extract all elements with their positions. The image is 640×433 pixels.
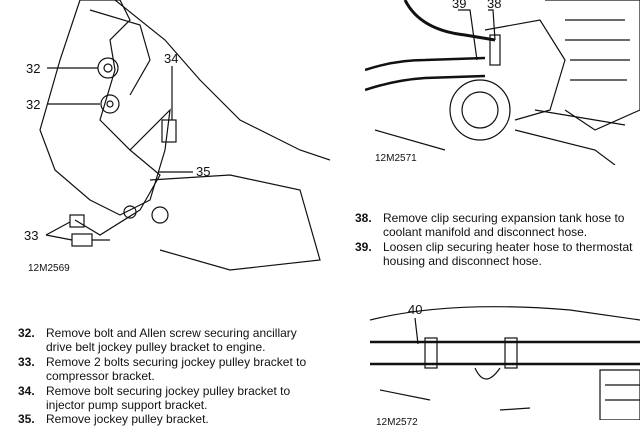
figure-heater-hose [370,306,640,420]
callout-32b: 32 [26,97,41,112]
figure-caption: 12M2572 [376,417,418,428]
step-34: 34.Remove bolt securing jockey pulley br… [18,383,291,413]
left-steps: 32.Remove bolt and Allen screw securing … [18,326,318,427]
step-33: 33.Remove 2 bolts securing jockey pulley… [18,354,307,384]
callout-38: 38 [487,0,502,11]
callout-40: 40 [408,302,423,317]
figure-caption: 12M2569 [28,263,70,274]
step-32: 32.Remove bolt and Allen screw securing … [18,326,297,355]
right-steps: 38.Remove clip securing expansion tank h… [355,211,640,269]
callout-35: 35 [196,164,211,179]
figure-caption: 12M2571 [375,153,417,164]
callout-33: 33 [24,228,39,243]
figure-jockey-pulley-bracket [39,0,330,271]
step-38: 38.Remove clip securing expansion tank h… [355,211,625,240]
step-39: 39.Loosen clip securing heater hose to t… [355,239,633,269]
figure-thermostat-housing [365,0,640,165]
callout-34: 34 [164,51,179,66]
callout-32a: 32 [26,61,41,76]
step-35: 35.Remove jockey pulley bracket. [18,412,209,427]
callout-39: 39 [452,0,467,11]
